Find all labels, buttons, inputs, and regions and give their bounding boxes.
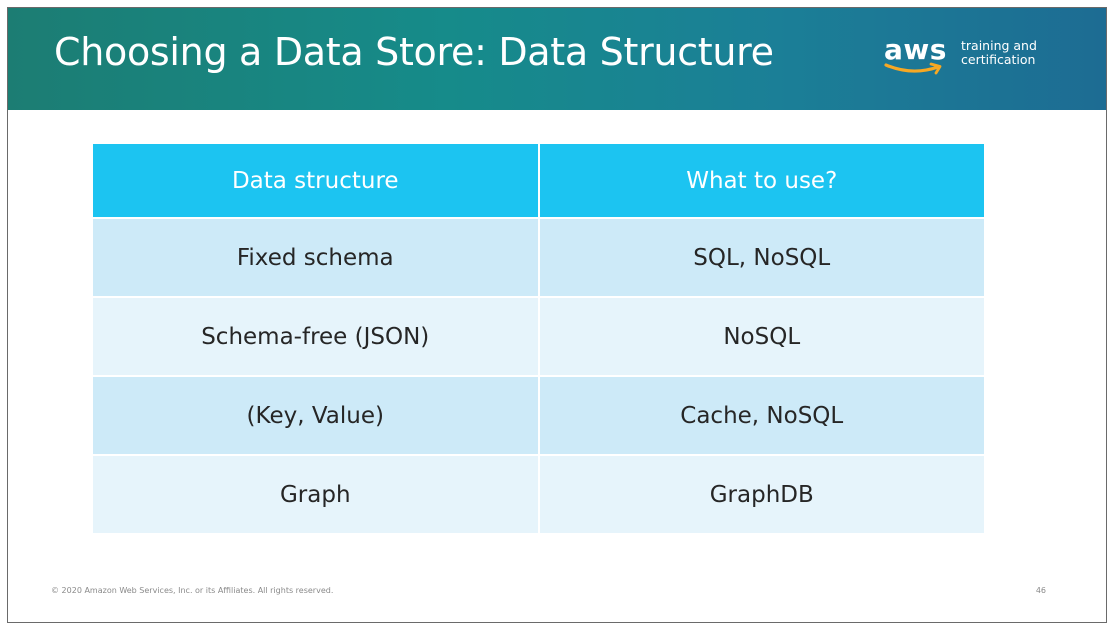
cell-what-to-use: Cache, NoSQL xyxy=(538,375,984,455)
slide-title: Choosing a Data Store: Data Structure xyxy=(54,30,774,74)
table-row: (Key, Value) Cache, NoSQL xyxy=(93,375,984,455)
footer-copyright: © 2020 Amazon Web Services, Inc. or its … xyxy=(51,586,334,595)
cell-data-structure: Schema-free (JSON) xyxy=(93,296,540,376)
slide: Choosing a Data Store: Data Structure aw… xyxy=(7,7,1107,623)
logo-tagline-line2: certification xyxy=(961,52,1036,67)
aws-wordmark: aws xyxy=(884,33,947,66)
table-header-row: Data structure What to use? xyxy=(93,144,984,218)
cell-what-to-use: NoSQL xyxy=(538,296,984,376)
table-row: Fixed schema SQL, NoSQL xyxy=(93,217,984,297)
aws-smile-icon xyxy=(884,62,942,75)
cell-data-structure: Fixed schema xyxy=(93,217,540,297)
data-structure-table: Data structure What to use? Fixed schema… xyxy=(93,144,984,533)
table-row: Graph GraphDB xyxy=(93,454,984,533)
cell-data-structure: (Key, Value) xyxy=(93,375,540,455)
cell-what-to-use: GraphDB xyxy=(538,454,984,533)
cell-what-to-use: SQL, NoSQL xyxy=(538,217,984,297)
column-header-what-to-use: What to use? xyxy=(538,144,984,218)
slide-header: Choosing a Data Store: Data Structure aw… xyxy=(8,8,1106,110)
page-number: 46 xyxy=(1035,586,1046,595)
column-header-data-structure: Data structure xyxy=(93,144,540,218)
logo-tagline-line1: training and xyxy=(961,38,1037,53)
logo-tagline: training and certification xyxy=(961,39,1037,67)
table-row: Schema-free (JSON) NoSQL xyxy=(93,296,984,376)
aws-training-logo: aws training and certification xyxy=(884,34,1064,84)
cell-data-structure: Graph xyxy=(93,454,540,533)
